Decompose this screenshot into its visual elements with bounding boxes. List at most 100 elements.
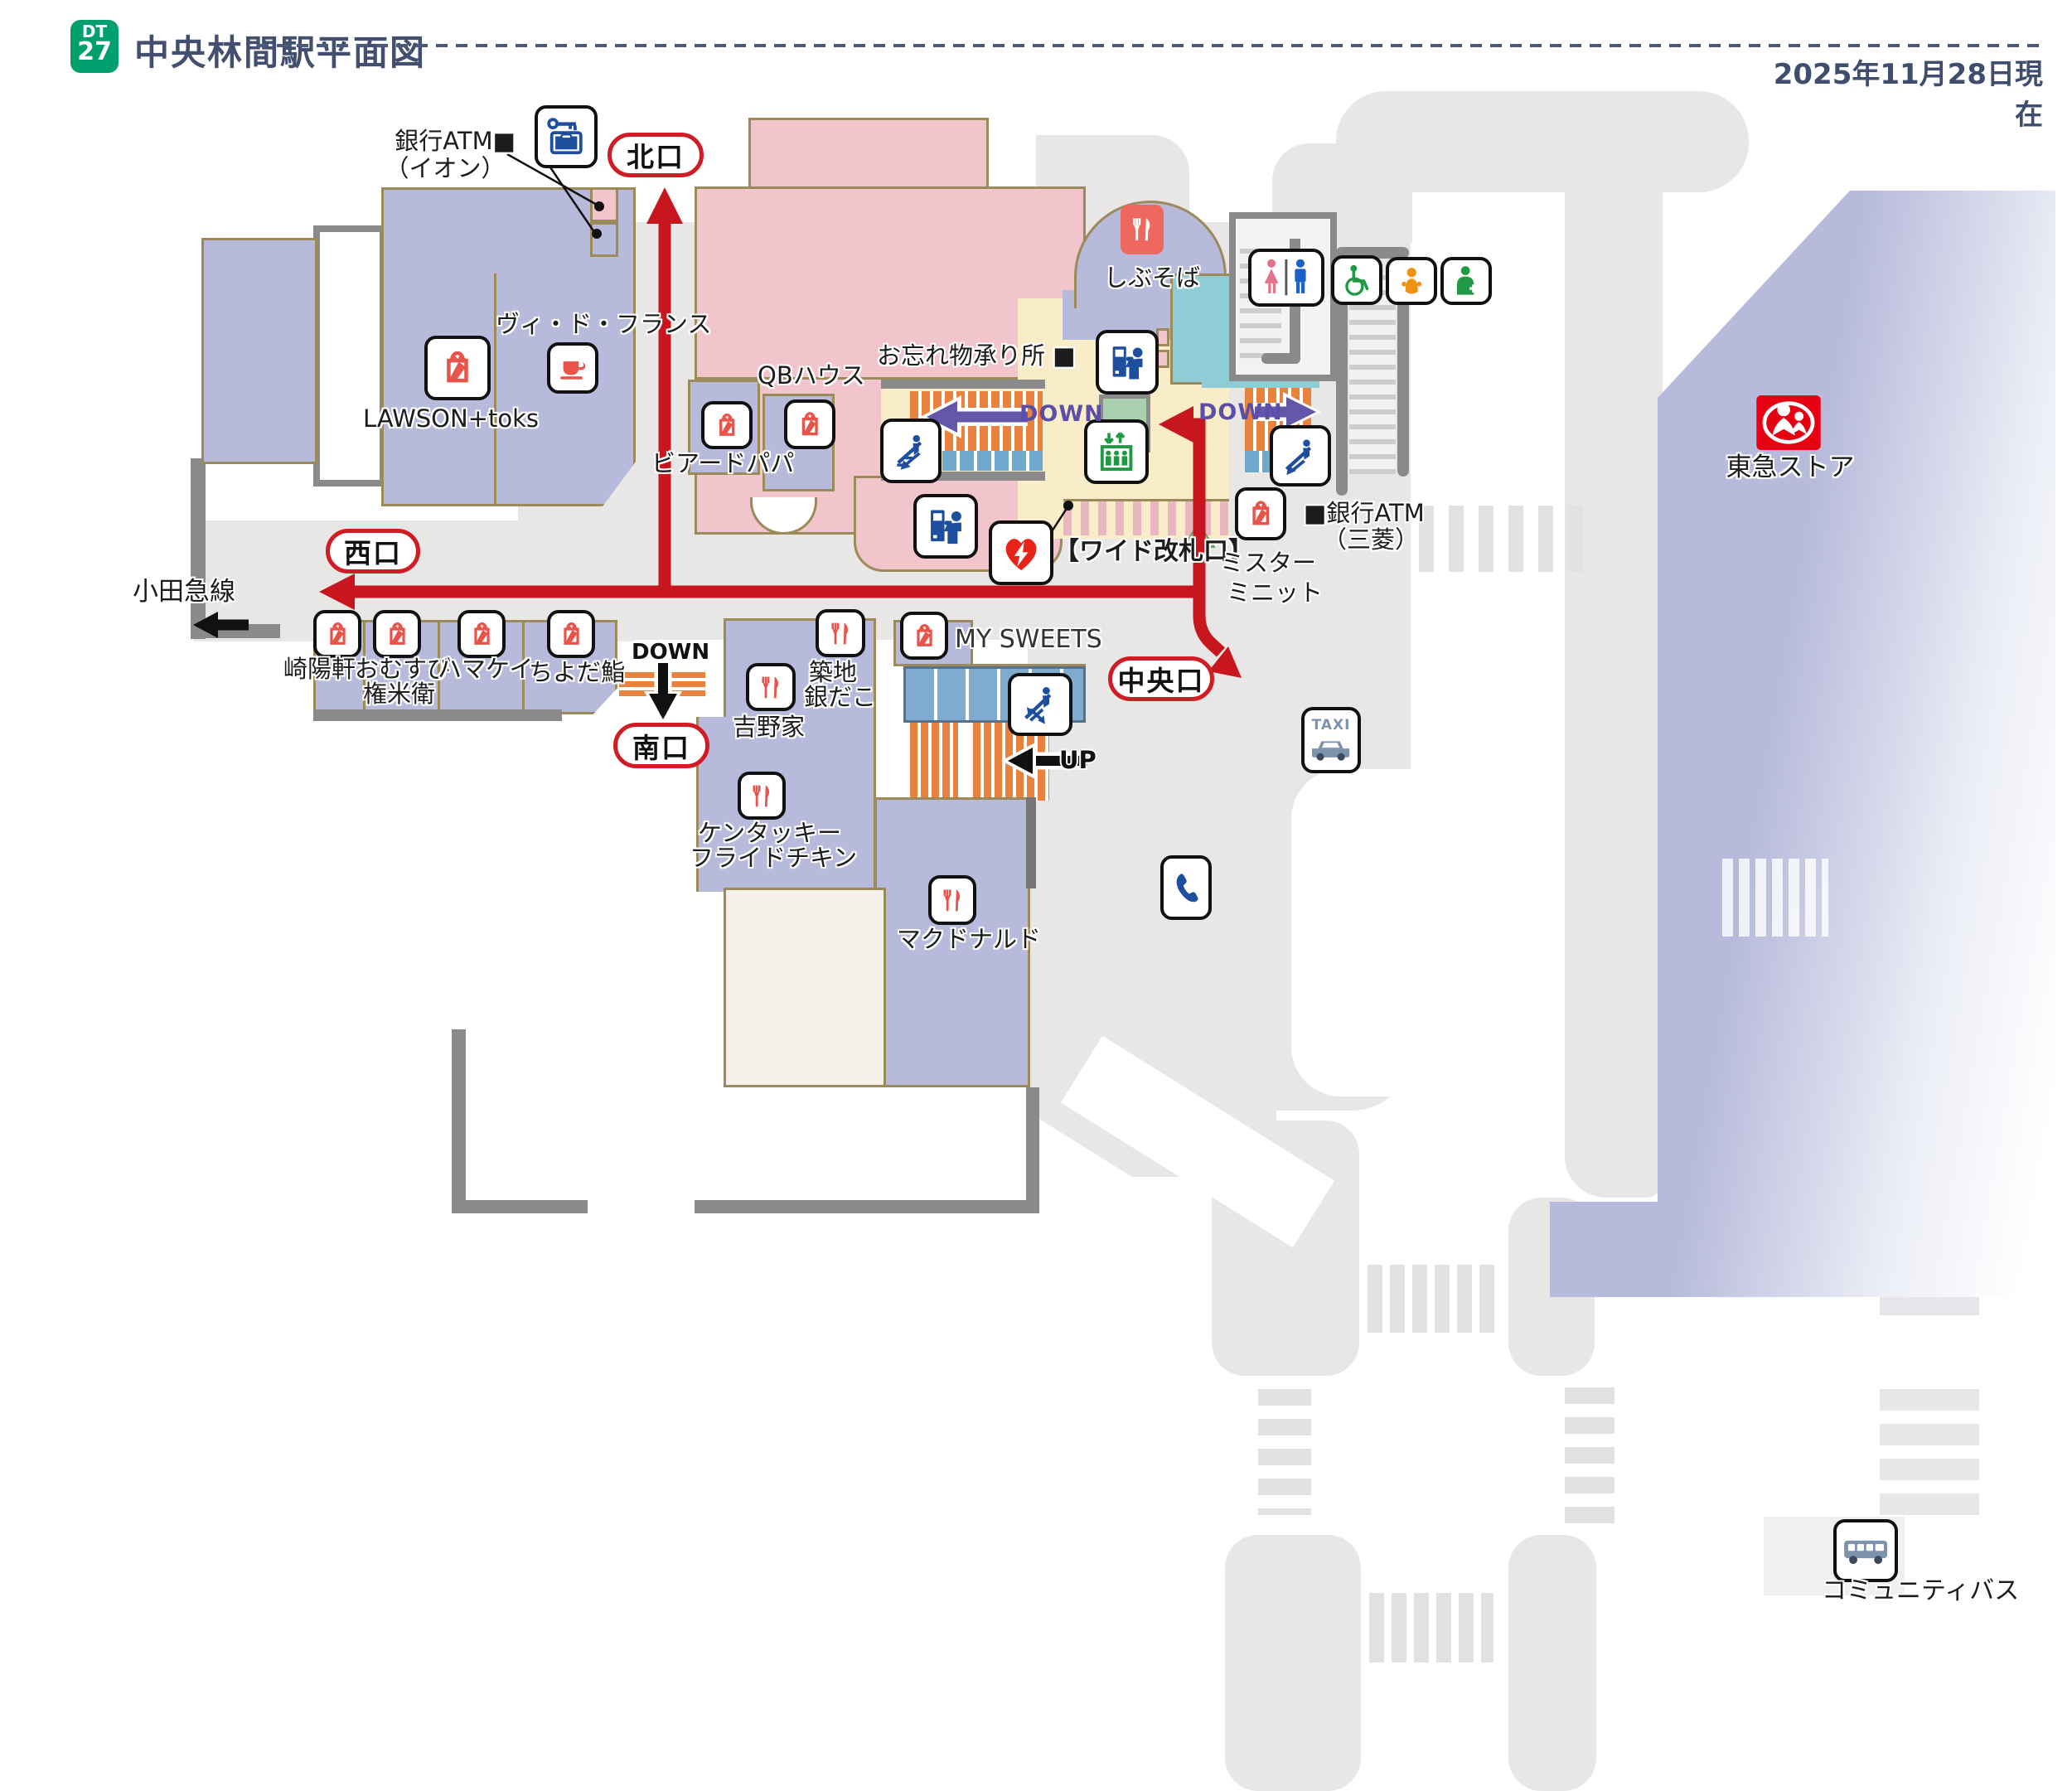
down-label-south: DOWN — [632, 640, 710, 665]
exit-central: 中央口 — [1108, 656, 1214, 701]
lawson-label: LAWSON+toks — [363, 404, 539, 433]
retaining-wall-4 — [1026, 1087, 1039, 1213]
ticket-machine-icon-upper — [1096, 330, 1159, 395]
black-arrows — [193, 612, 1087, 779]
escalator-updown-icon — [1008, 673, 1072, 736]
omusubi-label-2: 権米衛 — [363, 680, 436, 708]
shop-icon-hamakei — [457, 610, 506, 658]
shop-icon-omusubi — [373, 610, 421, 658]
kfc-label-1: ケンタッキー — [698, 819, 842, 847]
lawson-left-wing — [201, 238, 317, 464]
aed-icon — [989, 520, 1053, 585]
tokyu-store-label: 東急ストア — [1726, 453, 1855, 482]
route-red — [319, 187, 1242, 678]
shop-icon-qb-house — [784, 399, 835, 449]
road-notch-central — [1291, 769, 1482, 1096]
mcdonalds-wall — [1026, 797, 1036, 888]
mister-minit-label-2: ミニット — [1227, 578, 1324, 607]
mister-minit-label-1: ミスター — [1220, 549, 1317, 577]
restaurant-icon-kfc — [738, 772, 786, 820]
crosswalk-on-building — [1722, 859, 1828, 937]
yoshinoya-label: 吉野家 — [733, 713, 806, 741]
as-of-date: 2025年11月28日現在 — [1773, 58, 2043, 132]
qb-house-label: QBハウス — [758, 361, 865, 390]
escalator-down-icon — [880, 419, 942, 483]
shibusoba-label: しぶそば — [1103, 264, 1200, 292]
restaurant-icon-tsukiji — [816, 609, 865, 657]
west-shops-divider-1 — [363, 622, 366, 713]
cafe-icon-vie-de-france — [547, 342, 598, 394]
stairs-right-steps — [1349, 275, 1396, 474]
omusubi-label-1: おむすび — [355, 655, 452, 683]
shop-icon-my-sweets — [900, 612, 948, 660]
exit-north: 北口 — [608, 133, 704, 177]
chiyoda-label: ちよだ鮨 — [529, 658, 626, 686]
west-shops-base — [313, 709, 562, 721]
line-badge-number: 27 — [77, 37, 112, 66]
kiyoken-label: 崎陽軒 — [283, 655, 356, 683]
crosswalk-intersection-top — [1368, 1265, 1496, 1333]
mcdonalds-label: マクドナルド — [897, 925, 1042, 953]
plaza-top-right — [1336, 91, 1749, 192]
shop-icon-beard-papa — [701, 401, 753, 449]
west-shops-divider-2 — [438, 622, 440, 713]
line-badge: DT 27 — [70, 20, 119, 73]
lost-and-found-label: お忘れ物承り所 ■ — [877, 341, 1076, 370]
shop-icon-mister-minit — [1235, 487, 1286, 540]
baby-room-icon — [1386, 257, 1437, 305]
my-sweets-label: MY SWEETS — [955, 625, 1102, 654]
wheelchair-icon — [1331, 255, 1382, 305]
taxi-icon: TAXI — [1301, 707, 1361, 773]
community-bus-label: コミュニティバス — [1822, 1576, 2020, 1605]
sidewalk-right-band — [1565, 143, 1663, 1198]
intersection-block-sw — [1225, 1535, 1361, 1791]
bank-atm-mitsubishi-label-2: （三菱） — [1323, 525, 1420, 554]
retaining-wall-3 — [695, 1200, 1033, 1213]
kfc-label-2: フライドチキン — [690, 844, 858, 872]
escalator-arrows — [920, 392, 1321, 438]
shop-icon-lawson — [424, 336, 491, 400]
down-label-center: DOWN — [1019, 401, 1104, 427]
community-bus-icon — [1833, 1519, 1898, 1582]
beard-papa-label: ビアードパパ — [651, 449, 795, 477]
ticket-machine-icon-lower — [913, 494, 978, 559]
down-label-right: DOWN — [1198, 399, 1283, 425]
stair-building-hook — [1261, 353, 1300, 364]
stairs-right-rail-r — [1397, 273, 1409, 477]
line-badge-line: DT — [81, 22, 108, 41]
crosswalk-intersection-right — [1565, 1387, 1615, 1523]
restaurant-icon-shibusoba — [1121, 205, 1164, 254]
restaurant-icon-mcdonalds — [928, 875, 976, 925]
tsukiji-label-1: 築地 — [809, 658, 858, 686]
exit-south: 南口 — [613, 723, 709, 768]
restroom-icon — [1248, 249, 1324, 307]
public-phone-icon — [1160, 855, 1212, 920]
escalator-up-icon — [1270, 425, 1331, 486]
restaurant-icon-yoshinoya — [746, 663, 796, 711]
shop-icon-chiyoda — [547, 610, 595, 658]
exit-west: 西口 — [326, 529, 420, 574]
retaining-wall-1 — [452, 1029, 466, 1213]
wall-west-vertical — [191, 458, 206, 639]
taxi-icon-label: TAXI — [1311, 716, 1351, 733]
my-sweets-strip-line — [893, 664, 1086, 666]
vie-de-france-label: ヴィ・ド・フランス — [496, 310, 712, 338]
bank-atm-mitsubishi-label-1: ■銀行ATM — [1304, 499, 1425, 527]
retaining-wall-2 — [452, 1200, 588, 1213]
tsukiji-label-2: 銀だこ — [804, 683, 877, 711]
accessible-toilet-icon — [1440, 257, 1492, 305]
elevator-icon — [1084, 419, 1149, 484]
west-shops-divider-3 — [522, 622, 525, 713]
wide-gate-label: 【ワイド改札口】 — [1054, 537, 1253, 566]
bank-atm-aeon-label-1: 銀行ATM■ — [395, 127, 516, 155]
central-escalator-a — [910, 723, 958, 801]
stairs-right-rail-l — [1336, 247, 1348, 496]
crosswalk-intersection-left — [1258, 1389, 1311, 1515]
page-title: 中央林間駅平面図 — [134, 32, 427, 73]
bank-atm-aeon-label-2: （イオン） — [385, 154, 506, 182]
up-label: UP — [1059, 746, 1097, 774]
odakyu-line-label: 小田急線 — [133, 577, 235, 607]
locker-booth-cell — [590, 222, 618, 257]
lawson-divider — [494, 273, 496, 504]
